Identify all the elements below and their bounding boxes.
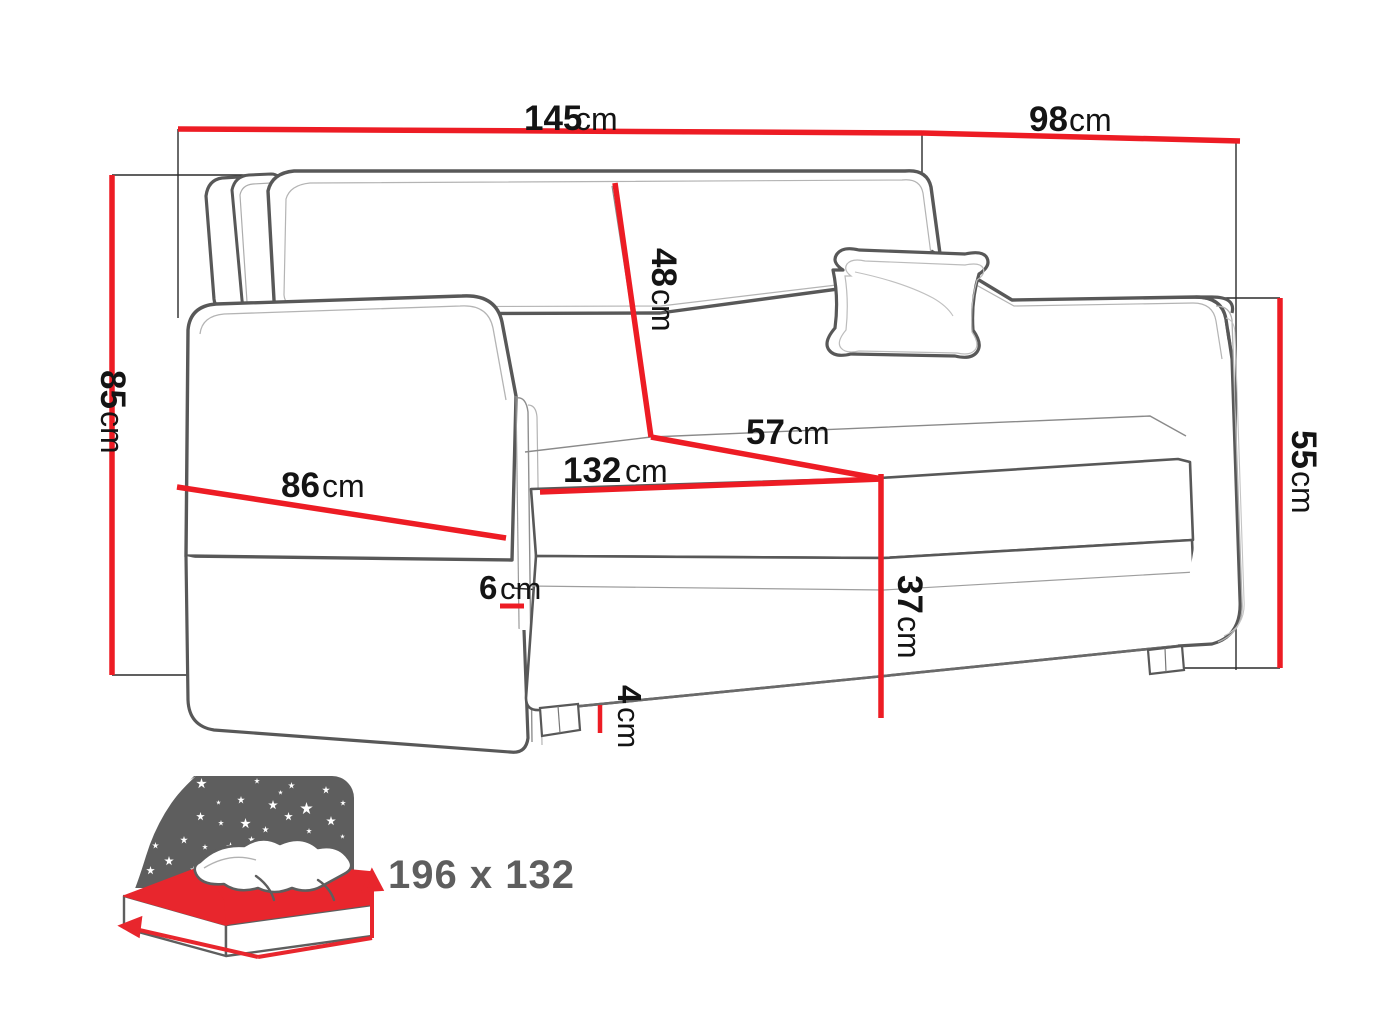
dimension-lines	[109, 126, 1283, 733]
sofa-right-side-panel	[1177, 295, 1245, 648]
label-85cm: 85 cm	[93, 370, 132, 454]
sofa-legs	[538, 644, 1186, 738]
label-132cm-value: 132	[563, 451, 621, 490]
label-98cm: 98 cm	[1029, 100, 1112, 139]
dimension-line-98cm	[921, 130, 1241, 144]
label-98cm-value: 98	[1029, 100, 1068, 139]
label-86cm-unit: cm	[322, 468, 365, 504]
label-6cm-value: 6	[479, 569, 497, 606]
label-37cm-value: 37	[890, 575, 929, 614]
label-86cm-value: 86	[281, 466, 320, 505]
sofa-left-body	[184, 397, 543, 754]
label-55cm: 55 cm	[1284, 430, 1323, 514]
label-4cm-unit: cm	[611, 707, 646, 748]
label-57cm-value: 57	[746, 413, 785, 452]
label-4cm: 4 cm	[611, 685, 648, 748]
label-85cm-unit: cm	[94, 411, 130, 454]
label-4cm-value: 4	[611, 685, 648, 704]
decorative-pillow	[825, 247, 990, 359]
label-98cm-unit: cm	[1069, 102, 1112, 138]
label-55cm-unit: cm	[1285, 471, 1321, 514]
label-57cm: 57 cm	[746, 413, 830, 452]
label-6cm: 6 cm	[479, 569, 541, 606]
label-86cm: 86 cm	[281, 466, 365, 505]
label-132cm: 132 cm	[563, 451, 668, 490]
dimension-line-86cm	[176, 484, 507, 541]
dimension-line-48cm	[612, 182, 654, 438]
label-37cm-unit: cm	[891, 616, 927, 659]
label-48cm-value: 48	[644, 248, 683, 287]
label-48cm: 48 cm	[644, 248, 683, 332]
label-48cm-unit: cm	[645, 289, 681, 332]
label-6cm-unit: cm	[500, 571, 541, 606]
label-37cm: 37 cm	[890, 575, 929, 659]
sofa-illustration	[184, 169, 1245, 754]
sofa-left-armrest	[184, 294, 521, 701]
label-145cm-value: 145	[524, 99, 582, 138]
bed-size-label: 196 x 132	[388, 853, 575, 897]
dimension-line-132cm	[539, 476, 883, 495]
label-57cm-unit: cm	[787, 415, 830, 451]
dimension-line-57cm	[650, 434, 883, 482]
bed-pillows	[193, 838, 353, 902]
bed-dimension-arrows	[117, 867, 385, 959]
label-55cm-value: 55	[1284, 430, 1323, 469]
dimension-line-145cm	[177, 126, 923, 136]
label-132cm-unit: cm	[625, 453, 668, 489]
sleeping-bed-starry-night-icon: 196 x 132	[117, 776, 575, 959]
label-85cm-value: 85	[93, 370, 132, 409]
label-145cm: 145 cm	[524, 99, 618, 138]
label-145cm-unit: cm	[575, 101, 618, 137]
